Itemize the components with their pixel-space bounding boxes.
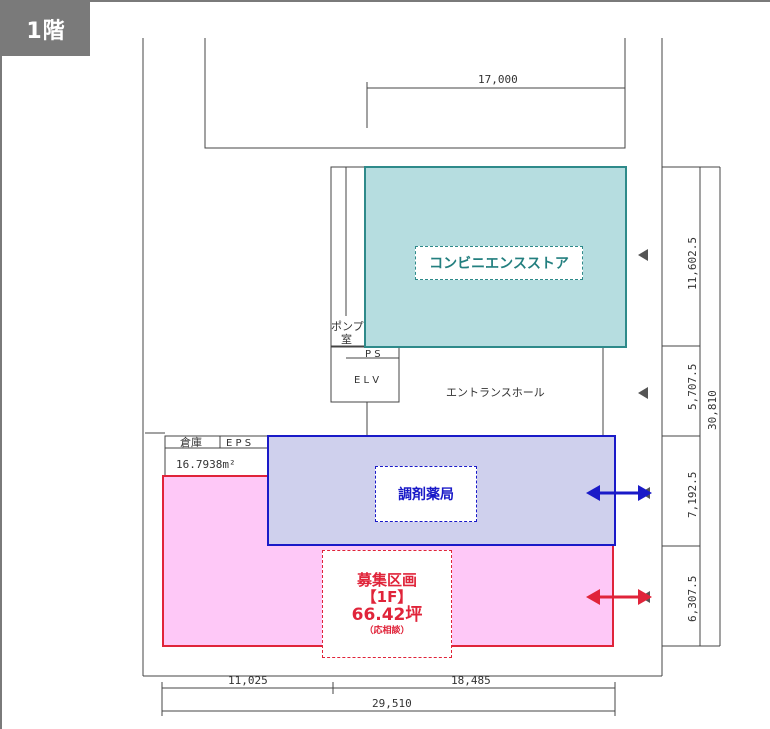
- dim-top: 17,000: [478, 73, 518, 86]
- storage-label: 倉庫: [180, 435, 202, 449]
- recruitment-area-size: 66.42坪: [351, 605, 423, 626]
- dim-right-3: 7,192.5: [686, 472, 699, 518]
- dim-bottom-left: 11,025: [228, 674, 268, 687]
- storage-area-label: 16.7938m²: [176, 458, 236, 471]
- eps-label: E P S: [226, 438, 251, 449]
- pharmacy-label: 調剤薬局: [375, 466, 477, 522]
- dim-right-2: 5,707.5: [686, 364, 699, 410]
- bottom-dimension-lines: [161, 682, 616, 716]
- entrance-markers: [638, 249, 650, 603]
- elv-label: E L V: [354, 375, 379, 386]
- upper-boundary: [204, 38, 626, 149]
- entrance-triangle-icon: [638, 249, 648, 261]
- dim-bottom-total: 29,510: [372, 697, 412, 710]
- recruitment-access-arrow-icon: [586, 589, 652, 605]
- right-dimension-chain: [662, 166, 721, 647]
- ps-label: P S: [365, 349, 381, 360]
- pump-room-label-1: ポンプ: [331, 320, 364, 333]
- entrance-hall-label: エントランスホール: [446, 386, 545, 399]
- floor-tab: 1階: [2, 2, 90, 56]
- dim-right-1: 11,602.5: [686, 237, 699, 290]
- top-dimension-line: [366, 82, 626, 128]
- pharmacy-access-arrow-icon: [586, 485, 652, 501]
- dim-right-4: 6,307.5: [686, 576, 699, 622]
- recruitment-note: （応相談）: [364, 625, 410, 636]
- recruitment-label: 募集区画 【1F】 66.42坪 （応相談）: [322, 550, 452, 658]
- recruitment-floor: 【1F】: [361, 588, 413, 607]
- entrance-triangle-icon: [638, 387, 648, 399]
- pump-room-label-2: 室: [341, 332, 352, 346]
- recruitment-title: 募集区画: [356, 570, 417, 589]
- convenience-store-label: コンビニエンスストア: [415, 246, 583, 280]
- dim-right-total: 30,810: [706, 390, 719, 430]
- dim-bottom-right: 18,485: [451, 674, 491, 687]
